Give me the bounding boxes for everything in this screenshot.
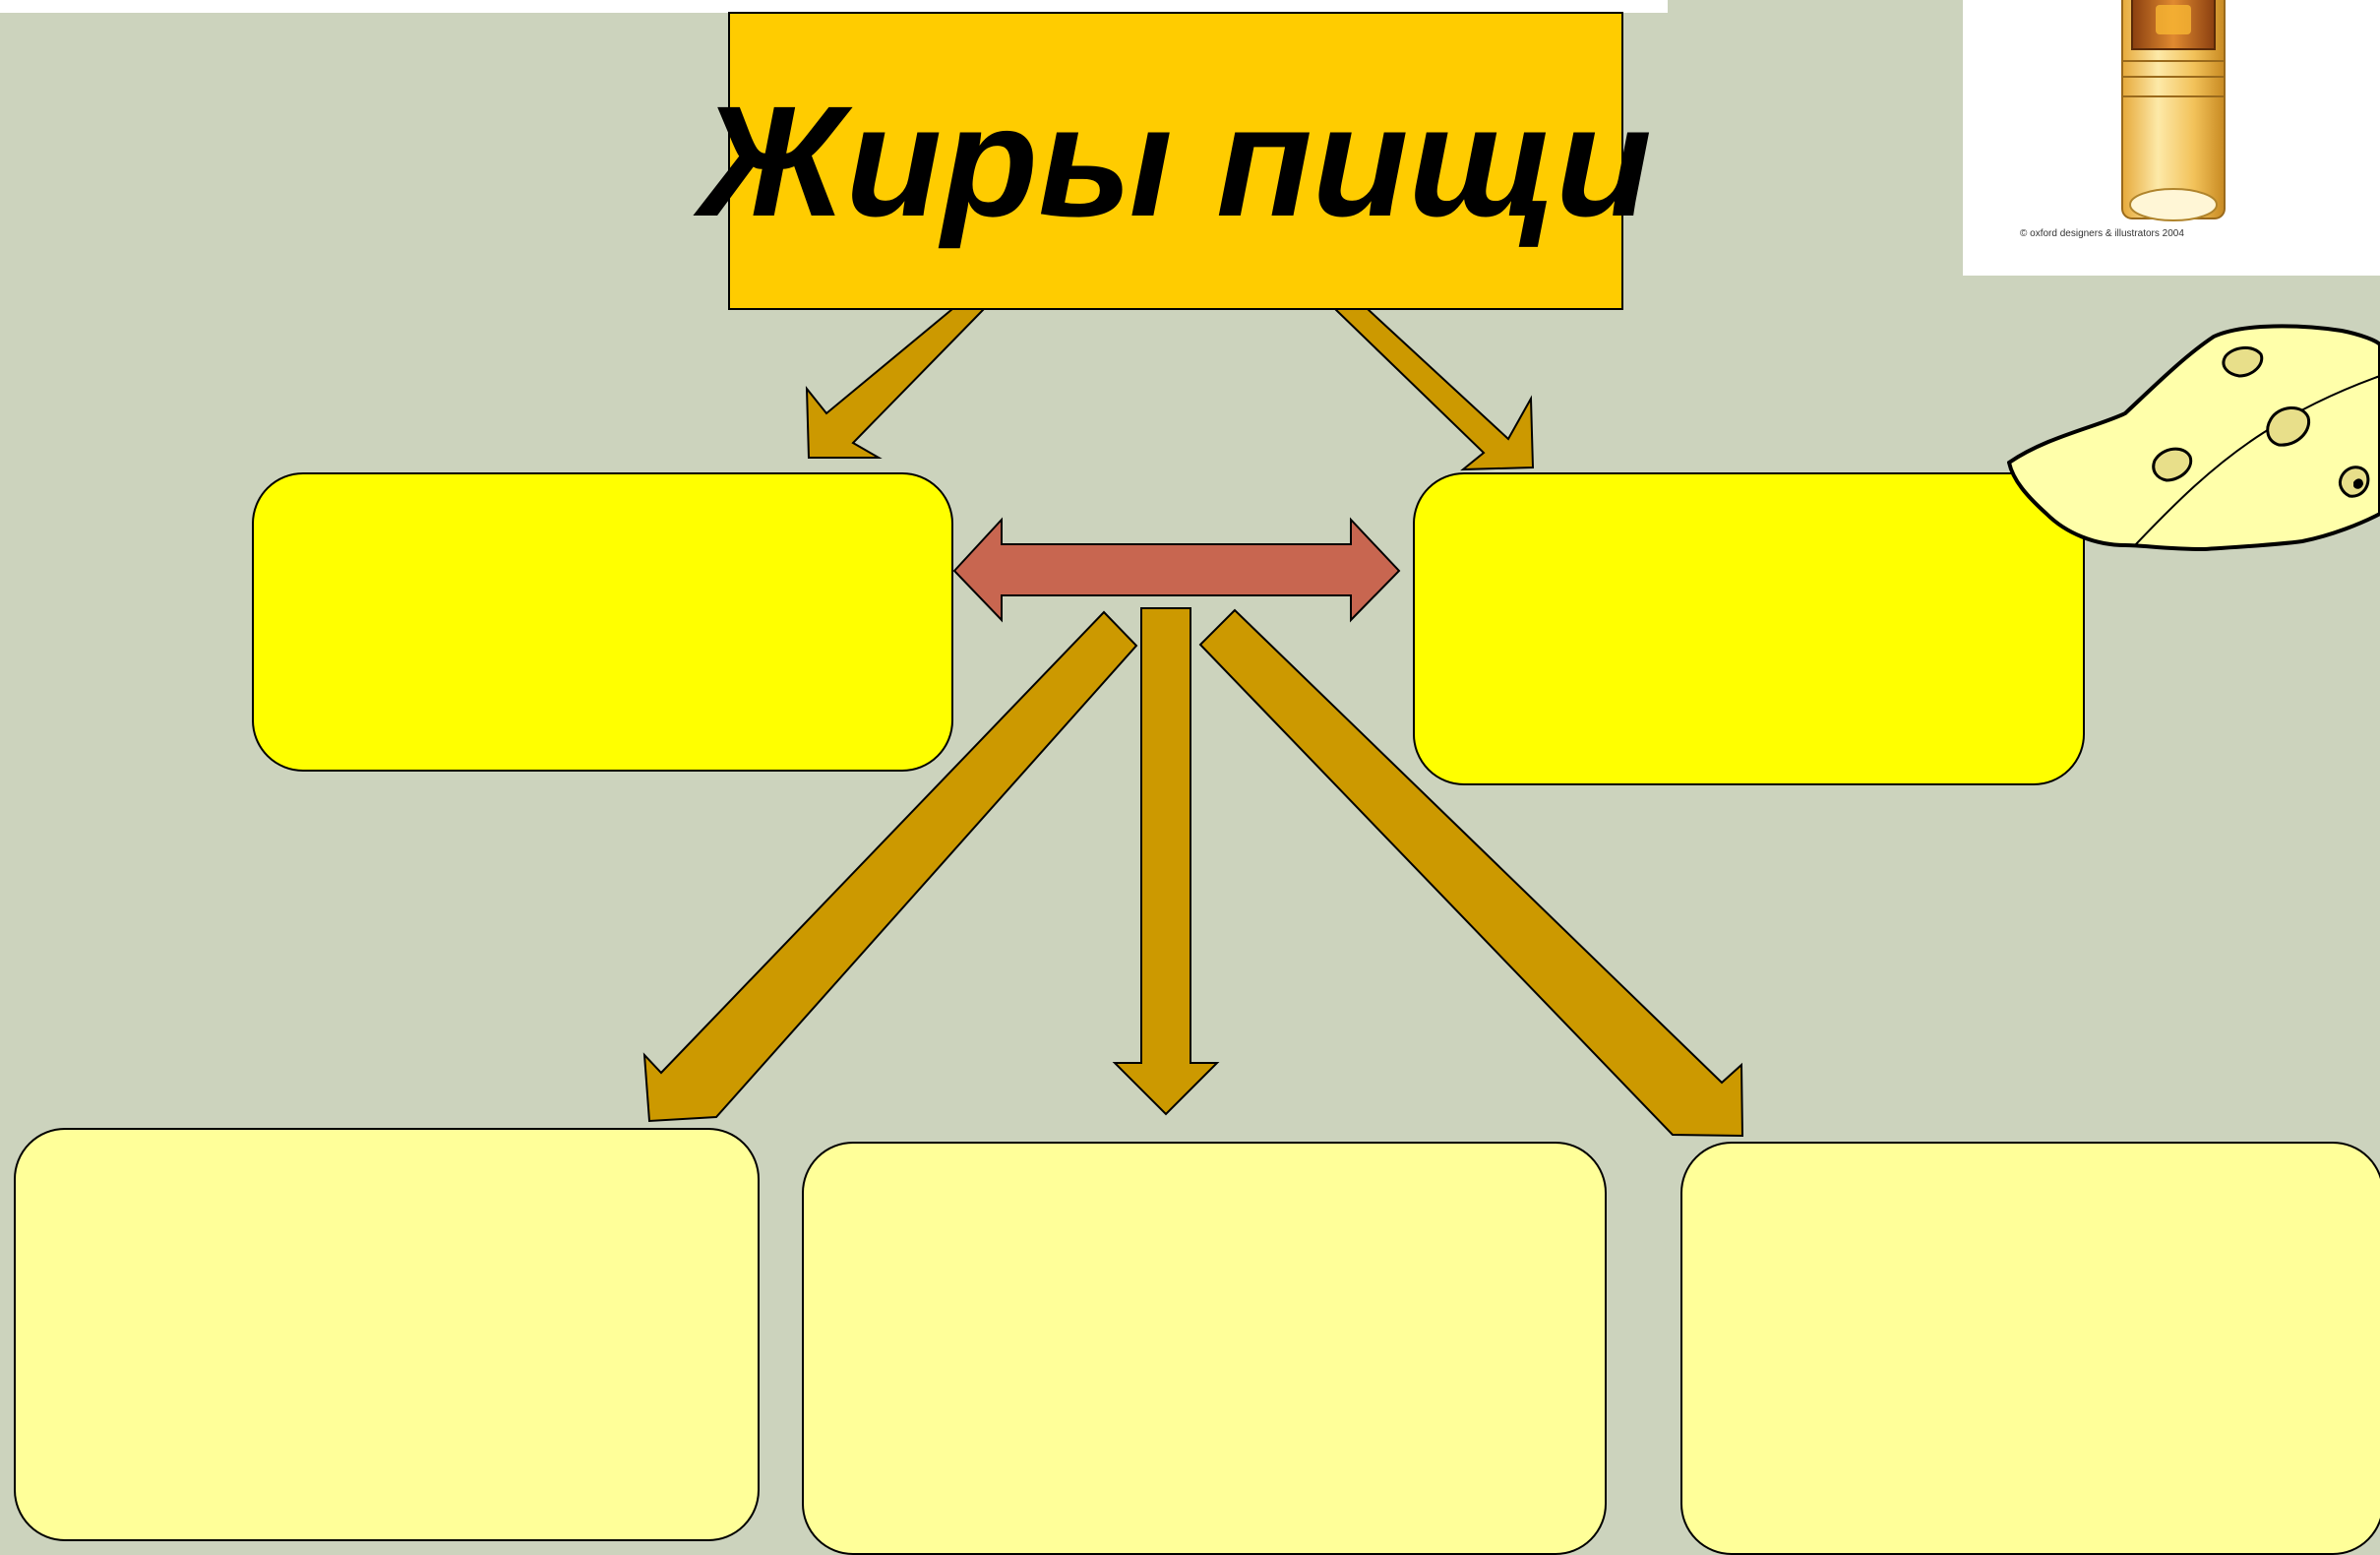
title-box: Жиры пищи	[700, 12, 1652, 310]
node-bottom-center	[802, 1142, 1607, 1555]
node-left	[252, 472, 953, 772]
arrow-title-to-right	[1332, 308, 1535, 471]
node-right	[1413, 472, 2085, 785]
double-arrow-left-right	[952, 517, 1401, 623]
bottle-illustration: © oxford designers & illustrators 2004	[1963, 0, 2380, 276]
copyright-notice: © oxford designers & illustrators 2004	[2020, 228, 2184, 239]
arrow-title-to-left	[805, 308, 987, 459]
node-bottom-left	[14, 1128, 760, 1541]
node-bottom-right	[1680, 1142, 2380, 1555]
top-white-strip	[0, 0, 1668, 13]
cheese-icon	[2007, 324, 2380, 552]
arrow-to-bottom-center	[1112, 607, 1220, 1116]
diagram-title: Жиры пищи	[700, 72, 1652, 249]
oil-bottle-icon	[2121, 0, 2226, 221]
